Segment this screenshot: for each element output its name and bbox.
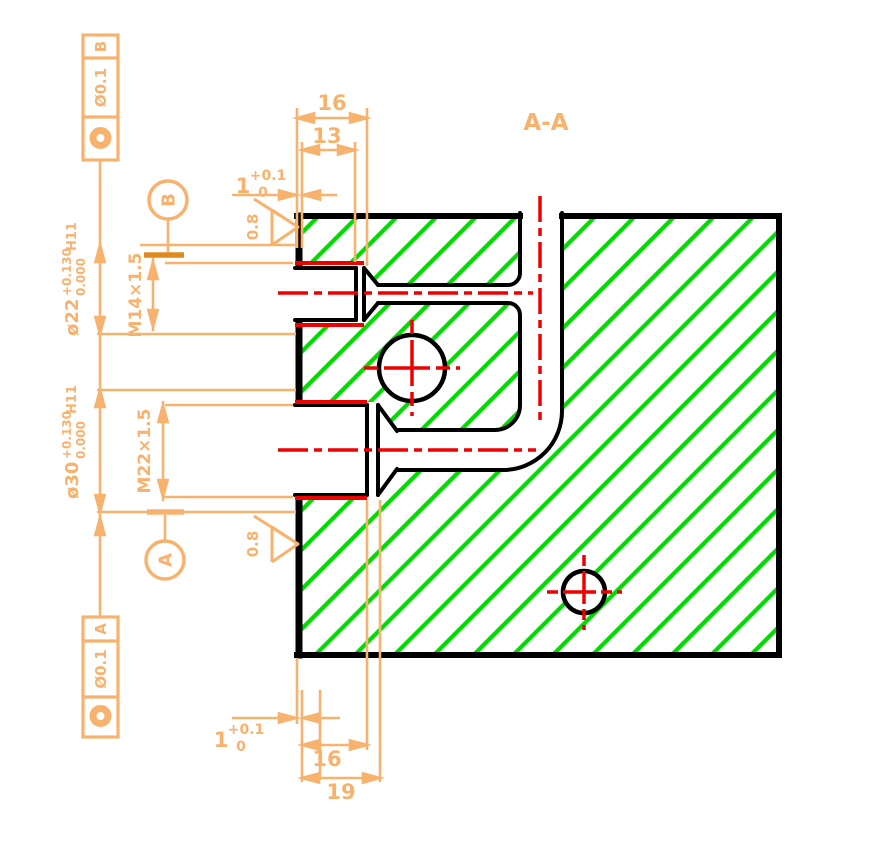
roughness-check-icon	[253, 197, 300, 247]
bore-fit: H11	[65, 385, 80, 414]
roughness-check-icon	[253, 514, 300, 564]
arrow	[297, 738, 321, 752]
passage-top-void	[378, 284, 546, 305]
arrow	[156, 478, 170, 502]
roughness-symbol-bottom[interactable]	[253, 514, 300, 564]
groove-bottom-nominal: 1	[214, 728, 229, 752]
roughness-value: 0.8	[244, 214, 262, 241]
fcf-top[interactable]: Ø0.1 B	[81, 33, 120, 162]
passage1-top-wall	[376, 211, 522, 287]
fcf-datum-ref: A	[92, 623, 110, 635]
bore-bottom-label: ø30 +0.130 0.000 H11	[60, 385, 88, 499]
feature-lines	[293, 211, 564, 497]
arrow	[93, 315, 107, 339]
thread-bottom-label: M22×1.5	[135, 409, 155, 494]
groove-bottom-lower: 0	[236, 739, 246, 755]
arrow	[156, 400, 170, 424]
roughness-value: 0.8	[244, 531, 262, 558]
arrow	[93, 385, 107, 409]
groove-bottom-upper: +0.1	[228, 722, 265, 738]
bore-upper-tol: +0.130	[60, 411, 74, 459]
arrow	[298, 188, 322, 202]
fcf-tolerance: Ø0.1	[92, 649, 110, 688]
groove-top-lower: 0	[258, 185, 268, 201]
dimension-lines[interactable]	[93, 111, 385, 785]
roughness-symbol-top[interactable]	[253, 197, 300, 247]
bore-fit: H11	[65, 222, 80, 251]
thread-designation: M14×1.5	[126, 253, 146, 338]
concentricity-icon	[89, 705, 112, 727]
roughness-bottom-value: 0.8	[244, 531, 262, 558]
arrow	[146, 257, 160, 281]
fcf-dividers	[83, 639, 118, 699]
channel-right-wall	[395, 211, 564, 472]
thread-designation: M22×1.5	[135, 409, 155, 494]
datum-letter: B	[159, 193, 180, 207]
fcf-tolerance: Ø0.1	[92, 68, 110, 107]
passage1-bottom-wall	[376, 301, 522, 432]
groove-top-upper: +0.1	[250, 168, 287, 184]
fcf-box	[81, 33, 120, 162]
groove-top-nominal: 1	[236, 174, 251, 198]
dim-bottom-19: 19	[326, 780, 355, 804]
arrow	[146, 308, 160, 332]
fcf-dividers	[83, 56, 118, 119]
arrow	[93, 240, 107, 264]
arrow	[93, 513, 107, 537]
arrow	[361, 771, 385, 785]
counterbore-top-void	[294, 263, 364, 327]
bore-nominal: ø30	[62, 462, 83, 499]
bore-lower-tol: 0.000	[74, 258, 88, 296]
centerlines[interactable]	[278, 196, 622, 630]
bore-upper-tol: +0.130	[60, 248, 74, 296]
arrow	[93, 493, 107, 517]
bore-top-label: ø22 +0.130 0.000 H11	[60, 222, 88, 336]
datum-letter: A	[156, 553, 177, 567]
arrow	[348, 111, 372, 125]
fcf-box	[81, 615, 120, 739]
fcf-datum-ref: B	[92, 41, 110, 52]
arrow	[298, 711, 322, 725]
thread-top-label: M14×1.5	[126, 253, 146, 338]
arrow	[336, 143, 360, 157]
datum-a-symbol[interactable]: A	[144, 509, 186, 581]
outline-top-right-bottom	[294, 213, 782, 658]
concentricity-icon	[89, 127, 112, 149]
cb1-cone	[362, 266, 380, 322]
cb2-cone	[376, 403, 399, 497]
section-label: A-A	[523, 110, 568, 136]
roughness-top-value: 0.8	[244, 214, 262, 241]
thread-lines[interactable]	[295, 261, 367, 500]
datum-b-symbol[interactable]: B	[144, 179, 189, 258]
arrow	[297, 143, 321, 157]
bore-nominal: ø22	[62, 299, 83, 336]
dim-top-13: 13	[312, 124, 341, 148]
part-outline	[294, 212, 782, 659]
arrow	[277, 188, 301, 202]
arrow	[277, 711, 301, 725]
dim-top-16: 16	[317, 91, 346, 115]
arrow	[297, 771, 321, 785]
fcf-bottom[interactable]: Ø0.1 A	[81, 615, 120, 739]
bore-lower-tol: 0.000	[74, 421, 88, 459]
arrow	[348, 738, 372, 752]
arrow	[292, 111, 316, 125]
labels: A-A 16 13 1 +0.1 0 1 +0.1 0 16 19 ø22 +0…	[60, 91, 569, 804]
dim-bottom-16: 16	[312, 747, 341, 771]
